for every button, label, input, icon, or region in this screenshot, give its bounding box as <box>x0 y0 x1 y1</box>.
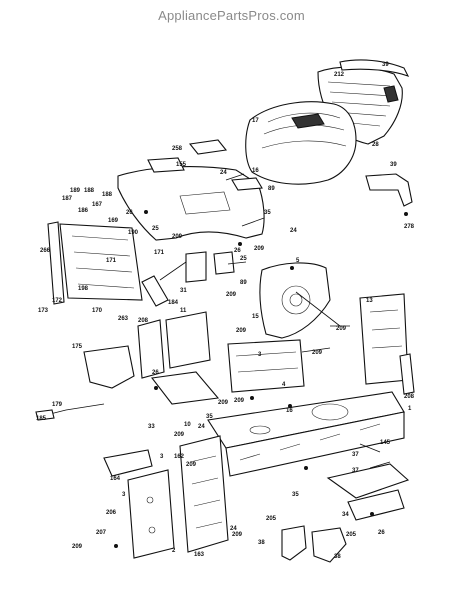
callout: 25 <box>152 226 159 232</box>
callout: 145 <box>380 440 391 446</box>
callout: 35 <box>292 492 299 498</box>
callout: 189 <box>70 188 81 194</box>
callout: 24 <box>198 424 205 430</box>
callout: 169 <box>108 218 119 224</box>
callout: 17 <box>252 118 259 124</box>
callout: 209 <box>232 532 243 538</box>
callout: 167 <box>92 202 103 208</box>
callout: 263 <box>118 316 129 322</box>
callout: 205 <box>266 516 277 522</box>
callout: 208 <box>138 318 149 324</box>
callout: 26 <box>152 370 159 376</box>
callout: 16 <box>252 168 259 174</box>
callout: 1 <box>408 406 412 412</box>
callout: 3 <box>122 492 126 498</box>
callout: 31 <box>180 288 187 294</box>
callout: 89 <box>240 280 247 286</box>
callout: 3 <box>160 454 164 460</box>
callout: 209 <box>72 544 83 550</box>
callout: 171 <box>106 258 117 264</box>
site-watermark: AppliancePartsPros.com <box>158 8 305 23</box>
callout: 34 <box>342 512 349 518</box>
callout: 163 <box>194 552 205 558</box>
callout: 209 <box>234 398 245 404</box>
callout: 15 <box>252 314 259 320</box>
callout: 24 <box>220 170 227 176</box>
callout: 10 <box>184 422 191 428</box>
callout: 170 <box>92 308 103 314</box>
callout: 185 <box>36 416 47 422</box>
callout: 24 <box>290 228 297 234</box>
callout: 206 <box>106 510 117 516</box>
callout: 3 <box>258 352 262 358</box>
callout: 16 <box>286 408 293 414</box>
callout: 24 <box>230 526 237 532</box>
callout: 186 <box>78 208 89 214</box>
callout: 175 <box>72 344 83 350</box>
callout: 37 <box>352 468 359 474</box>
callout: 38 <box>334 554 341 560</box>
callout: 37 <box>352 452 359 458</box>
callout: 28 <box>372 142 379 148</box>
callout: 207 <box>96 530 107 536</box>
callout: 162 <box>174 454 185 460</box>
callout: 26 <box>126 210 133 216</box>
callout: 205 <box>346 532 357 538</box>
callout: 187 <box>62 196 73 202</box>
callout: 198 <box>78 286 89 292</box>
callout: 5 <box>296 258 300 264</box>
callout: 258 <box>172 146 183 152</box>
callout: 38 <box>258 540 265 546</box>
callout: 35 <box>264 210 271 216</box>
callout-labels: 39 212 17 28 258 155 24 16 89 39 278 189… <box>36 62 415 560</box>
callout: 278 <box>404 224 415 230</box>
callout: 171 <box>154 250 165 256</box>
callout: 209 <box>186 462 197 468</box>
callout: 39 <box>390 162 397 168</box>
callout: 11 <box>180 308 187 314</box>
callout: 209 <box>236 328 247 334</box>
callout: 209 <box>226 292 237 298</box>
callout: 209 <box>174 432 185 438</box>
callout: 2 <box>172 548 176 554</box>
callout: 155 <box>176 162 187 168</box>
callout: 266 <box>40 248 51 254</box>
callout: 173 <box>38 308 49 314</box>
callout: 184 <box>168 300 179 306</box>
callout: 209 <box>218 400 229 406</box>
callout: 33 <box>148 424 155 430</box>
callout: 172 <box>52 298 63 304</box>
callout: 13 <box>366 298 373 304</box>
callout: 89 <box>268 186 275 192</box>
callout: 25 <box>240 256 247 262</box>
callout: 208 <box>404 394 415 400</box>
callout: 188 <box>102 192 113 198</box>
callout: 209 <box>254 246 265 252</box>
callout: 164 <box>110 476 121 482</box>
callout: 209 <box>312 350 323 356</box>
callout: 179 <box>52 402 63 408</box>
callout: 26 <box>378 530 385 536</box>
callout: 39 <box>382 62 389 68</box>
callout: 190 <box>128 230 139 236</box>
parts-drawing <box>35 59 415 563</box>
callout: 209 <box>172 234 183 240</box>
callout: 26 <box>234 248 241 254</box>
callout: 209 <box>336 326 347 332</box>
callout: 35 <box>206 414 213 420</box>
callout: 188 <box>84 188 95 194</box>
callout: 4 <box>282 382 286 388</box>
callout: 212 <box>334 72 345 78</box>
